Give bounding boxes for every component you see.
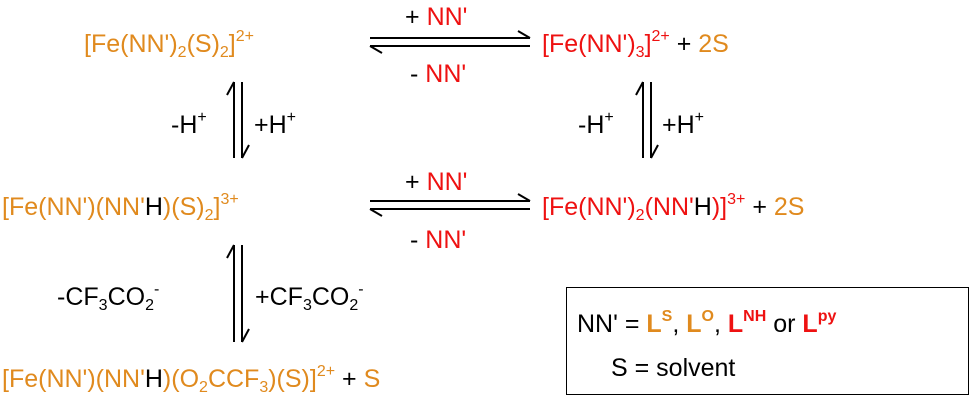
label-left-lower-plus-tfa: +CF3CO2- [255, 281, 364, 314]
label-right-minus-h: -H+ [578, 109, 614, 139]
species-fe-nn2-s2: [Fe(NN')2(S)2]2+ [84, 28, 254, 61]
species-fe-nn2-nnh: [Fe(NN')2(NN'H)]3+ + 2S [542, 191, 805, 224]
label-left-upper-minus-h: -H+ [171, 109, 207, 139]
label-left-lower-minus-tfa: -CF3CO2- [57, 281, 160, 314]
label-mid-forward: + NN' [405, 168, 468, 196]
legend-box: NN' = LS, LO, LNH or Lpy S = solvent [566, 287, 969, 395]
species-fe-nn-nnh-s2: [Fe(NN')(NN'H)(S)2]3+ [2, 191, 239, 224]
legend-line-ligands: NN' = LS, LO, LNH or Lpy [577, 308, 837, 338]
label-top-reverse: - NN' [410, 60, 467, 88]
legend-line-solvent: S = solvent [611, 354, 736, 382]
label-mid-reverse: - NN' [410, 226, 467, 254]
label-right-plus-h: +H+ [662, 109, 704, 139]
label-top-forward: + NN' [405, 3, 468, 31]
species-fe-nn3: [Fe(NN')3]2+ + 2S [542, 28, 729, 61]
label-left-upper-plus-h: +H+ [254, 109, 296, 139]
species-fe-tfa: [Fe(NN')(NN'H)(O2CCF3)(S)]2+ + S [2, 363, 381, 396]
